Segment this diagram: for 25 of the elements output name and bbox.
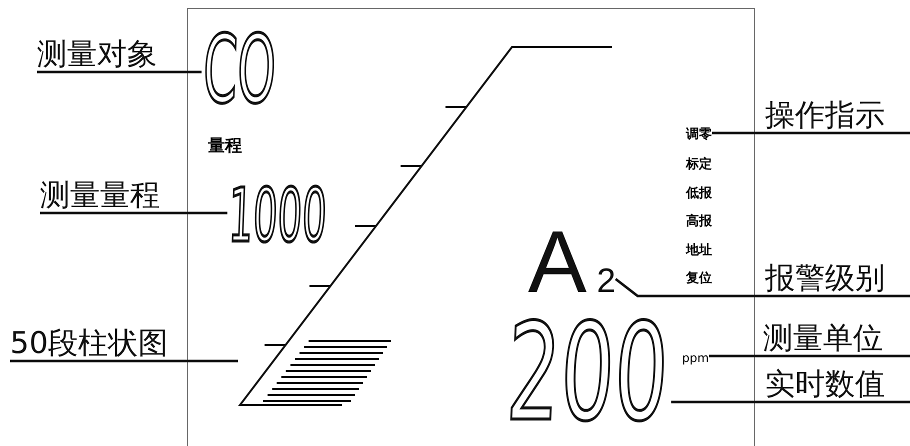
indicator-text: 复位 <box>686 270 712 287</box>
callout-text: 操作指示 <box>765 99 910 133</box>
callout-text: 测量对象 <box>37 38 177 72</box>
callout-text: 实时数值 <box>765 368 910 402</box>
segment-digits: CO <box>202 24 278 118</box>
segment-digits: 200 <box>504 306 672 440</box>
callout-text: 50段柱状图 <box>10 327 185 361</box>
range-label: 量程 <box>208 136 242 157</box>
callout-text: 测量量程 <box>40 179 180 213</box>
leader-line <box>708 354 910 358</box>
indicator-text: 地址 <box>686 242 712 259</box>
leader-line <box>671 400 910 404</box>
indicator-text: 高报 <box>686 213 712 230</box>
indicator-text: 标定 <box>686 156 712 173</box>
leader-line <box>712 132 910 134</box>
leader-line <box>614 278 910 298</box>
callout-text: 测量单位 <box>763 322 910 356</box>
indicator-text: 低报 <box>686 185 712 202</box>
callout-text: 报警级别 <box>765 262 910 296</box>
leader-line <box>37 70 202 74</box>
leader-line <box>40 212 228 214</box>
segment-digits: 1000 <box>227 179 328 254</box>
unit-text: ppm <box>682 351 709 365</box>
indicator-text: 调零 <box>686 127 712 143</box>
leader-line <box>10 360 238 362</box>
